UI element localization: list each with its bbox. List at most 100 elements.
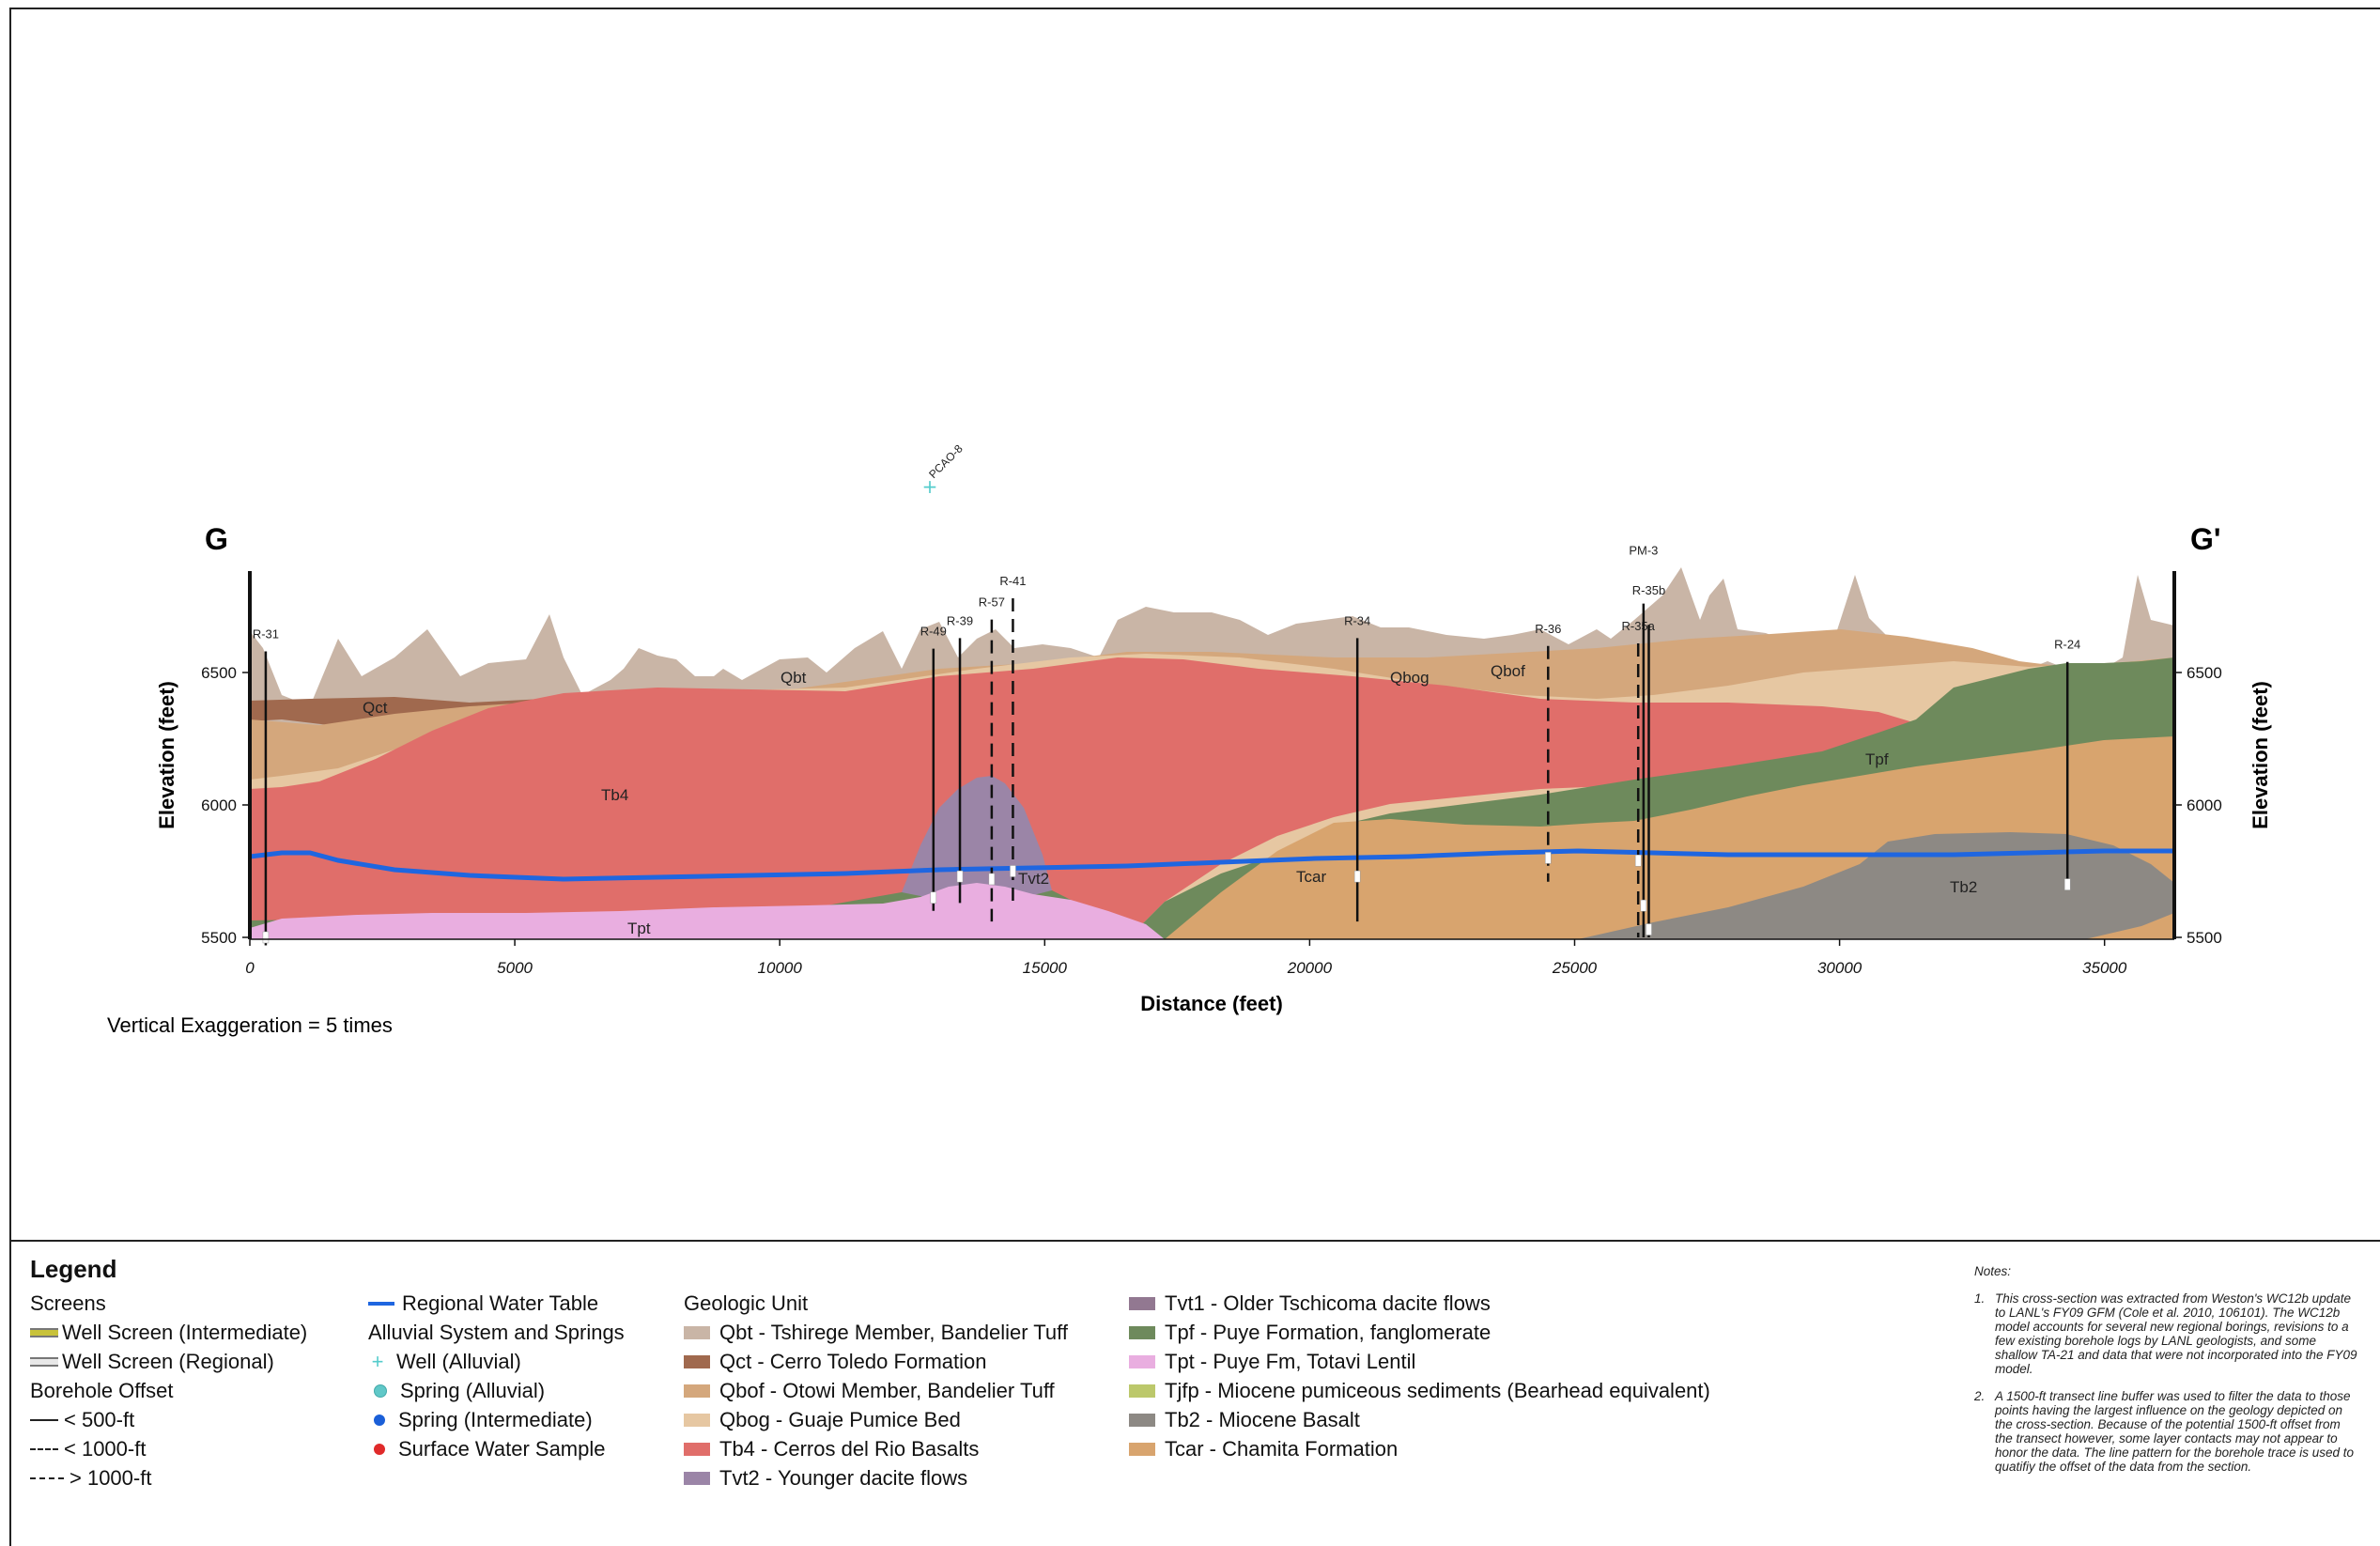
legend-unit-tpt: Tpt - Puye Fm, Totavi Lentil [1129,1347,1710,1376]
legend-label-offset-more: > 1000-ft [70,1466,152,1490]
x-tick-label: 30000 [1817,959,1862,977]
x-tick-label: 5000 [497,959,533,977]
note-number: 1. [1974,1291,1986,1306]
unit-labels: Qct Qbt Tb4 Tpt Tvt2 Tcar Qbog Qbof Tpf … [363,662,1977,937]
unit-label-tpt: Tpt [627,920,651,937]
unit-label-qbt: Qbt [780,669,807,687]
unit-label-qbog: Qbog [1390,669,1430,687]
unit-swatch [1129,1354,1155,1368]
note-text: A 1500-ft transect line buffer was used … [1995,1389,2354,1474]
unit-label: Tpf - Puye Formation, fanglomerate [1165,1321,1491,1344]
legend-label-offset-1000: < 1000-ft [64,1437,147,1461]
unit-label-tb4: Tb4 [601,786,628,804]
unit-label: Tcar - Chamita Formation [1165,1437,1399,1461]
spring-alluvial-icon [374,1384,387,1398]
legend-screens-heading: Screens [30,1291,106,1315]
x-tick-label: 0 [245,959,255,977]
legend-row-screen-regional: Well Screen (Regional) [30,1347,307,1376]
offsection-well: + PCAO-8 [922,441,966,498]
legend-unit-tcar: Tcar - Chamita Formation [1129,1434,1710,1463]
unit-swatch [1129,1413,1155,1427]
legend-row-well-alluvial: + Well (Alluvial) [368,1347,625,1376]
borehole-label: PM-3 [1629,544,1658,558]
offsection-well-label: PCAO-8 [926,441,966,481]
unit-label: Tvt1 - Older Tschicoma dacite flows [1165,1291,1491,1315]
borehole-label: R-35b [1632,583,1665,597]
unit-label-qct: Qct [363,699,388,717]
legend-unit-tvt1: Tvt1 - Older Tschicoma dacite flows [1129,1289,1710,1318]
unit-swatch [684,1325,710,1339]
legend-row-screen-intermediate: Well Screen (Intermediate) [30,1318,307,1347]
legend-geologic-heading: Geologic Unit [684,1291,809,1315]
note-item: 1. This cross-section was extracted from … [1974,1291,2359,1376]
x-tick-label: 25000 [1552,959,1598,977]
unit-label-qbof: Qbof [1491,662,1525,680]
legend-unit-qct: Qct - Cerro Toledo Formation [684,1347,1068,1376]
x-axis-title: Distance (feet) [1140,992,1283,1015]
borehole-label: R-41 [999,574,1026,588]
geologic-layers [250,567,2174,939]
unit-label: Qct - Cerro Toledo Formation [719,1350,987,1373]
legend-unit-qbog: Qbog - Guaje Pumice Bed [684,1405,1068,1434]
borehole-label: R-24 [2054,638,2080,652]
well-screen-intermediate-icon [30,1327,58,1337]
legend-row-offset-more: > 1000-ft [30,1463,307,1492]
x-tick-label: 10000 [758,959,803,977]
note-number: 2. [1974,1389,1986,1403]
regional-water-table [249,848,2174,882]
y-tick-label-left: 6500 [201,664,237,682]
unit-swatch [1129,1296,1155,1310]
y-tick-label-right: 5500 [2187,929,2222,947]
borehole-label: R-36 [1535,622,1561,636]
note-text: This cross-section was extracted from We… [1995,1291,2357,1376]
unit-label: Qbt - Tshirege Member, Bandelier Tuff [719,1321,1068,1344]
dashed-line-icon [30,1476,64,1479]
legend-units-column-1: Geologic Unit Qbt - Tshirege Member, Ban… [684,1289,1068,1492]
borehole-pm-3: PM-3 [1629,544,1658,937]
legend-label-well-alluvial: Well (Alluvial) [396,1350,521,1373]
offsection-well-marker-icon: + [922,475,938,498]
legend-row-spring-alluvial: Spring (Alluvial) [368,1376,625,1405]
well-screen-regional [1646,923,1652,935]
borehole-r-39: R-39 [947,613,973,904]
well-screen-regional [988,873,996,886]
borehole-r-35b: R-35b [1632,583,1665,937]
legend-label-offset-500: < 500-ft [64,1408,135,1431]
well-screen-regional [956,870,964,883]
unit-label-tcar: Tcar [1296,868,1326,886]
legend-alluvial-heading: Alluvial System and Springs [368,1321,625,1344]
unit-label-tb2: Tb2 [1950,878,1977,896]
borehole-label: R-39 [947,613,973,627]
spring-intermediate-icon [374,1414,385,1426]
y-tick-label-left: 6000 [201,796,237,814]
cross-section-diagram: R-31 R-49R-39 R-57 R-41R-34R-36 R-35a R-35b PM… [107,441,2272,1037]
well-screen-regional [1634,854,1642,867]
unit-label: Qbof - Otowi Member, Bandelier Tuff [719,1379,1055,1402]
y-axis-title-left: Elevation (feet) [155,681,178,829]
borehole-r-57: R-57 [979,595,1005,922]
well-screen-regional [1640,899,1647,912]
unit-swatch [684,1471,710,1485]
well-screen-regional [2063,878,2071,890]
legend-screens-column: Screens Well Screen (Intermediate) Well … [30,1289,307,1492]
borehole-r-49: R-49 [920,625,947,911]
borehole-r-35a: R-35a [1621,619,1656,937]
dash-dot-line-icon [30,1447,58,1450]
legend-divider [9,1240,2380,1242]
y-tick-label-right: 6000 [2187,796,2222,814]
legend-unit-qbof: Qbof - Otowi Member, Bandelier Tuff [684,1376,1068,1405]
boreholes: R-31 R-49R-39 R-57 R-41R-34R-36 R-35a R-35b PM… [253,544,2080,946]
y-tick-label-right: 6500 [2187,664,2222,682]
borehole-label: R-34 [1344,613,1370,627]
well-screen-regional [1545,852,1552,864]
borehole-r-31: R-31 [253,626,279,946]
unit-label: Qbog - Guaje Pumice Bed [719,1408,961,1431]
unit-label: Tb4 - Cerros del Rio Basalts [719,1437,980,1461]
legend-label-spring-alluvial: Spring (Alluvial) [400,1379,546,1402]
legend-label-surface-water: Surface Water Sample [398,1437,606,1461]
well-alluvial-icon: + [371,1350,384,1373]
y-axis-title-right: Elevation (feet) [2249,681,2272,829]
layer-tb4 [250,657,1916,939]
